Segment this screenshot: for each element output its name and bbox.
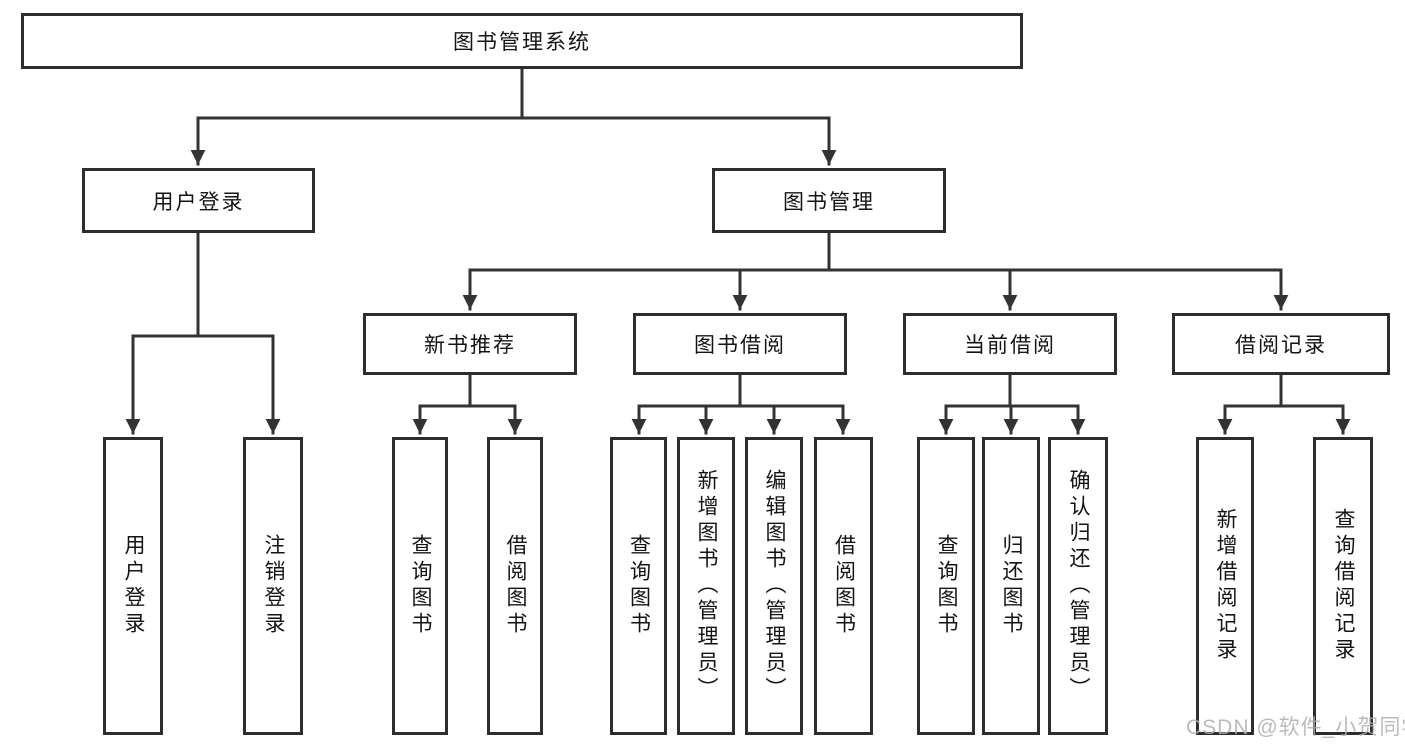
leaf-add-books-admin: 新增图书（管理员） [677,437,735,735]
node-book-borrow: 图书借阅 [633,313,847,375]
node-root-label: 图书管理系统 [453,31,591,54]
leaf-query-books-3: 查询图书 [917,437,975,735]
node-user-login-label: 用户登录 [152,190,245,214]
leaf-query-books-2-label: 查询图书 [627,534,651,638]
node-book-borrow-label: 图书借阅 [694,334,786,357]
node-new-book-recommend-label: 新书推荐 [424,334,516,357]
leaf-logout-label: 注销登录 [262,534,285,638]
node-book-management: 图书管理 [712,168,946,233]
node-new-book-recommend: 新书推荐 [363,313,577,375]
leaf-add-borrow-record: 新增借阅记录 [1196,437,1254,735]
node-borrow-records: 借阅记录 [1172,313,1390,375]
leaf-borrow-books-1-label: 借阅图书 [504,534,527,638]
node-root: 图书管理系统 [21,13,1023,69]
borrow-records-branch-line [1223,373,1345,408]
leaf-edit-books-admin-label: 编辑图书（管理员） [763,469,786,703]
leaf-add-borrow-record-label: 新增借阅记录 [1214,508,1237,664]
leaf-confirm-return-admin-label: 确认归还（管理员） [1067,469,1090,703]
leaf-edit-books-admin: 编辑图书（管理员） [745,437,803,735]
leaf-user-login-label: 用户登录 [122,534,145,638]
current-borrow-branch-line [944,373,1080,408]
leaf-query-books-2: 查询图书 [610,437,667,735]
leaf-borrow-books-2-label: 借阅图书 [832,534,856,638]
node-borrow-records-label: 借阅记录 [1235,334,1327,357]
node-current-borrow-label: 当前借阅 [964,334,1056,357]
leaf-add-books-admin-label: 新增图书（管理员） [695,469,718,703]
leaf-borrow-books-2: 借阅图书 [814,437,873,735]
leaf-confirm-return-admin: 确认归还（管理员） [1048,437,1108,735]
book-management-branch-line [468,231,1283,272]
new-book-recommend-branch-line [418,373,517,408]
node-book-management-label: 图书管理 [783,190,875,214]
leaf-borrow-books-1: 借阅图书 [487,437,543,735]
leaf-logout: 注销登录 [243,437,303,735]
leaf-return-books: 归还图书 [982,437,1040,735]
leaf-query-books-1-label: 查询图书 [409,534,432,638]
watermark: CSDN @软件_小贺同学 [1186,716,1405,739]
node-current-borrow: 当前借阅 [903,313,1117,375]
user-login-branch-line [131,231,275,338]
leaf-query-books-1: 查询图书 [392,437,448,735]
book-borrow-branch-line [637,373,845,408]
leaf-return-books-label: 归还图书 [1000,534,1023,638]
leaf-query-borrow-record-label: 查询借阅记录 [1332,508,1355,664]
leaf-user-login: 用户登录 [103,437,163,735]
leaf-query-borrow-record: 查询借阅记录 [1313,437,1373,735]
leaf-query-books-3-label: 查询图书 [935,534,958,638]
root-branch-line [196,67,831,120]
node-user-login: 用户登录 [82,168,315,233]
